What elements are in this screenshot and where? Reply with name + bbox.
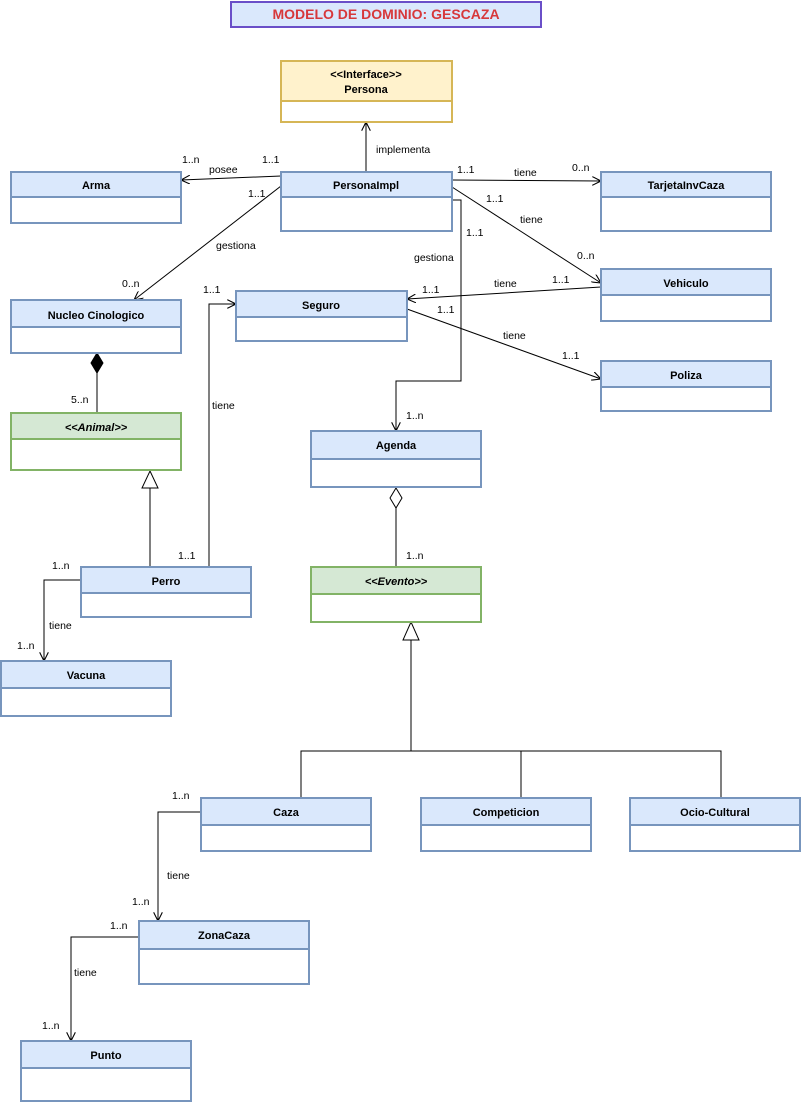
- generalization-evento-triangle-icon: [402, 620, 420, 641]
- class-nucleo-cinologico: Nucleo Cinologico: [10, 299, 182, 354]
- class-poliza-name: Poliza: [670, 370, 703, 382]
- diagram-title: MODELO DE DOMINIO: GESCAZA: [230, 1, 542, 28]
- edge-tiene-vacuna: [44, 579, 81, 661]
- class-persona-stereotype: <<Interface>>: [330, 69, 402, 81]
- class-persona: <<Interface>> Persona: [280, 60, 453, 123]
- composition-diamond-icon: [90, 352, 104, 374]
- label-vacuna-mult: 1..n: [17, 640, 35, 652]
- label-nucleo-mult: 0..n: [122, 278, 140, 290]
- label-vehiculo-tiene: tiene: [520, 214, 543, 226]
- edge-gestiona-agenda: [396, 199, 462, 431]
- class-animal: <<Animal>>: [10, 412, 182, 471]
- class-zonacaza-name: ZonaCaza: [198, 930, 251, 942]
- label-tarjeta-mult: 0..n: [572, 162, 590, 174]
- class-tarjetainvcaza-name: TarjetaInvCaza: [648, 180, 726, 192]
- class-arma: Arma: [10, 171, 182, 224]
- label-evento-mult: 1..n: [406, 550, 424, 562]
- label-caza-zona-mult: 1..n: [172, 790, 190, 802]
- class-vehiculo: Vehiculo: [600, 268, 772, 322]
- label-seg-poliza-mult: 1..1: [437, 304, 455, 316]
- label-implementa: implementa: [376, 144, 430, 156]
- class-vacuna: Vacuna: [0, 660, 172, 717]
- label-impl-agenda-mult: 1..1: [466, 227, 484, 239]
- label-impl-vehiculo-mult: 1..1: [486, 193, 504, 205]
- class-zonacaza: ZonaCaza: [138, 920, 310, 985]
- class-poliza: Poliza: [600, 360, 772, 412]
- label-nucleo-gestiona: gestiona: [216, 240, 256, 252]
- class-seguro: Seguro: [235, 290, 408, 342]
- class-evento: <<Evento>>: [310, 566, 482, 623]
- class-vacuna-name: Vacuna: [67, 670, 106, 682]
- title-text: MODELO DE DOMINIO: GESCAZA: [272, 6, 499, 22]
- class-arma-name: Arma: [82, 180, 111, 192]
- label-impl-nucleo-mult: 1..1: [248, 188, 266, 200]
- class-vehiculo-name: Vehiculo: [663, 278, 709, 290]
- edge-tiene-punto: [71, 936, 139, 1041]
- label-poliza-tiene: tiene: [503, 330, 526, 342]
- label-zona-tiene: tiene: [167, 870, 190, 882]
- class-punto-name: Punto: [90, 1050, 121, 1062]
- class-caza-name: Caza: [273, 807, 300, 819]
- class-competicion: Competicion: [420, 797, 592, 852]
- label-perro-vacuna-mult: 1..n: [52, 560, 70, 572]
- label-seg-veh-mult: 1..1: [422, 284, 440, 296]
- class-perro: Perro: [80, 566, 252, 618]
- class-personaimpl-name: PersonaImpl: [333, 180, 399, 192]
- class-competicion-name: Competicion: [473, 807, 540, 819]
- edge-tiene-seguro: [407, 286, 602, 299]
- class-personaimpl: PersonaImpl: [280, 171, 453, 232]
- label-seguro-perro-mult: 1..1: [203, 284, 221, 296]
- class-animal-name: <<Animal>>: [65, 422, 128, 434]
- label-punto-tiene: tiene: [74, 967, 97, 979]
- label-poliza-mult: 1..1: [562, 350, 580, 362]
- edge-perro-seguro: [208, 304, 236, 567]
- label-veh-seg-mult: 1..1: [552, 274, 570, 286]
- label-veh-seg-tiene: tiene: [494, 278, 517, 290]
- label-perro-seguro-tiene: tiene: [212, 400, 235, 412]
- label-vehiculo-mult: 0..n: [577, 250, 595, 262]
- class-caza: Caza: [200, 797, 372, 852]
- label-posee: posee: [209, 164, 238, 176]
- edge-gestiona-nucleo: [134, 185, 282, 300]
- label-agenda-gestiona: gestiona: [414, 252, 454, 264]
- class-ocio-cultural: Ocio-Cultural: [629, 797, 801, 852]
- label-arma-mult: 1..n: [182, 154, 200, 166]
- label-punto-mult: 1..n: [42, 1020, 60, 1032]
- class-ocio-name: Ocio-Cultural: [680, 807, 750, 819]
- edge-tiene-tarjeta: [451, 180, 601, 181]
- label-animal-mult: 5..n: [71, 394, 89, 406]
- label-zona-punto-mult: 1..n: [110, 920, 128, 932]
- class-tarjetainvcaza: TarjetaInvCaza: [600, 171, 772, 232]
- class-evento-name: <<Evento>>: [365, 576, 428, 588]
- edge-generalizacion-bus: [300, 750, 722, 798]
- aggregation-diamond-icon: [389, 487, 403, 509]
- label-impl-arma-mult: 1..1: [262, 154, 280, 166]
- label-perro-seguro-mult: 1..1: [178, 550, 196, 562]
- generalization-triangle-icon: [141, 469, 159, 489]
- class-persona-name: Persona: [344, 84, 388, 96]
- label-tarjeta-tiene: tiene: [514, 167, 537, 179]
- edge-tiene-poliza: [406, 308, 601, 379]
- class-punto: Punto: [20, 1040, 192, 1102]
- edge-tiene-zonacaza: [158, 811, 201, 921]
- class-seguro-name: Seguro: [302, 300, 340, 312]
- class-agenda: Agenda: [310, 430, 482, 488]
- label-zona-mult: 1..n: [132, 896, 150, 908]
- class-nucleo-name: Nucleo Cinologico: [48, 310, 145, 322]
- label-vacuna-tiene: tiene: [49, 620, 72, 632]
- class-agenda-name: Agenda: [376, 440, 417, 452]
- edge-tiene-vehiculo: [451, 186, 601, 283]
- label-agenda-mult: 1..n: [406, 410, 424, 422]
- edge-posee: [181, 176, 282, 180]
- class-perro-name: Perro: [152, 576, 181, 588]
- label-impl-tarjeta-mult: 1..1: [457, 164, 475, 176]
